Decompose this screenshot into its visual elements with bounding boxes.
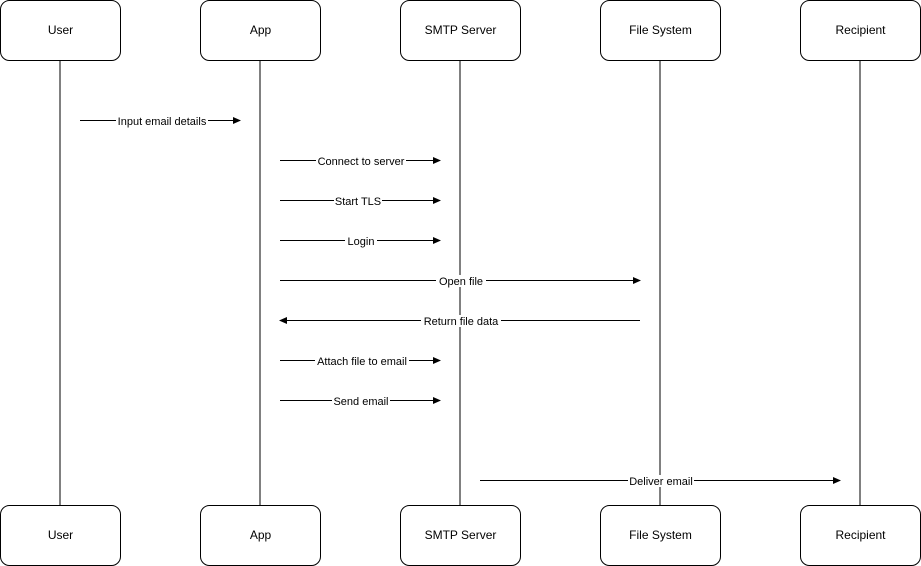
participant-label: File System: [629, 23, 692, 37]
messages: Input email details Connect to server St…: [80, 115, 841, 488]
participant-user-top: User: [0, 0, 121, 61]
participant-smtp-server-top: SMTP Server: [400, 0, 521, 61]
message-label: Deliver email: [629, 476, 693, 488]
participants-top: User App SMTP Server File System Recipie…: [0, 0, 921, 61]
participant-label: User: [48, 23, 73, 37]
participant-recipient-bottom: Recipient: [800, 505, 921, 566]
participant-label: File System: [629, 528, 692, 542]
message-label: Input email details: [118, 116, 207, 128]
message-label: Return file data: [424, 316, 499, 328]
message-input-email-details: Input email details: [80, 115, 241, 128]
message-open-file: Open file: [280, 275, 641, 288]
message-connect-to-server: Connect to server: [280, 155, 441, 168]
participant-label: Recipient: [835, 528, 886, 542]
participant-app-bottom: App: [200, 505, 321, 566]
message-label: Open file: [439, 276, 483, 288]
message-label: Attach file to email: [317, 356, 407, 368]
message-attach-file-to-email: Attach file to email: [280, 355, 441, 368]
message-start-tls: Start TLS: [280, 195, 441, 208]
participant-label: Recipient: [835, 23, 886, 37]
participant-label: App: [250, 23, 272, 37]
participant-label: App: [250, 528, 272, 542]
message-label: Send email: [333, 396, 388, 408]
participant-label: SMTP Server: [425, 528, 497, 542]
participant-user-bottom: User: [0, 505, 121, 566]
message-return-file-data: Return file data: [279, 315, 640, 328]
message-login: Login: [280, 235, 441, 248]
participant-recipient-top: Recipient: [800, 0, 921, 61]
message-deliver-email: Deliver email: [480, 475, 841, 488]
participant-file-system-top: File System: [600, 0, 721, 61]
participant-label: SMTP Server: [425, 23, 497, 37]
participant-file-system-bottom: File System: [600, 505, 721, 566]
message-send-email: Send email: [280, 395, 441, 408]
message-label: Connect to server: [318, 156, 405, 168]
participant-label: User: [48, 528, 73, 542]
participants-bottom: User App SMTP Server File System Recipie…: [0, 505, 921, 566]
message-label: Start TLS: [335, 196, 381, 208]
participant-smtp-server-bottom: SMTP Server: [400, 505, 521, 566]
message-label: Login: [348, 236, 375, 248]
participant-app-top: App: [200, 0, 321, 61]
